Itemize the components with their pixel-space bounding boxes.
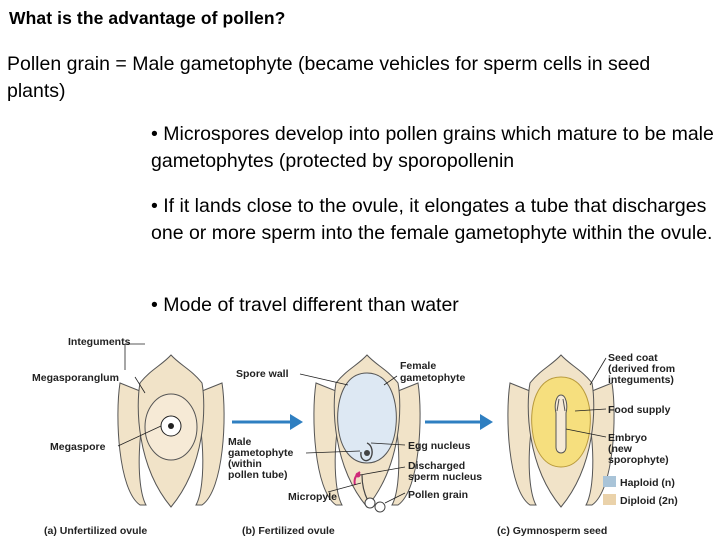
legend-label-haploid: Haploid (n)	[620, 477, 675, 489]
unfertilized-ovule	[117, 354, 225, 508]
label-female-gametophyte-2: gametophyte	[400, 372, 466, 384]
label-seed-coat-3: integuments)	[608, 374, 674, 386]
label-seed-coat-1: Seed coat	[608, 352, 658, 364]
label-female-gametophyte-1: Female	[400, 360, 436, 372]
label-embryo-3: sporophyte)	[608, 454, 669, 466]
label-food-supply: Food supply	[608, 404, 671, 416]
label-integuments: Integuments	[68, 336, 131, 348]
label-discharged-sperm-1: Discharged	[408, 460, 465, 472]
label-megaspore: Megaspore	[50, 441, 106, 453]
label-spore-wall: Spore wall	[236, 368, 289, 380]
arrow-a-to-b	[232, 414, 303, 430]
intro-text: Pollen grain = Male gametophyte (became …	[7, 53, 651, 102]
legend-swatch-diploid	[603, 494, 616, 505]
gymnosperm-seed	[507, 354, 615, 508]
leader-lines	[117, 343, 607, 504]
label-seed-coat-2: (derived from	[608, 363, 675, 375]
fertilized-ovule	[313, 354, 421, 513]
label-male-gametophyte-1: Male	[228, 436, 252, 448]
label-egg-nucleus: Egg nucleus	[408, 440, 471, 452]
label-male-gametophyte-2: gametophyte	[228, 447, 294, 459]
label-pollen-grain: Pollen grain	[408, 489, 468, 501]
label-discharged-sperm-2: sperm nucleus	[408, 471, 482, 483]
slide-title: What is the advantage of pollen?	[9, 8, 286, 28]
label-embryo-1: Embryo	[608, 432, 647, 444]
caption-b: (b) Fertilized ovule	[242, 525, 335, 537]
bullet-microspores: • Microspores develop into pollen grains…	[151, 123, 714, 172]
label-male-gametophyte-4: pollen tube)	[228, 469, 288, 481]
legend: Haploid (n) Diploid (2n)	[603, 476, 678, 507]
caption-c: (c) Gymnosperm seed	[497, 525, 607, 537]
arrow-b-to-c	[425, 414, 493, 430]
bullet-mode-of-travel: • Mode of travel different than water	[151, 294, 459, 316]
label-micropyle: Micropyle	[288, 491, 337, 503]
caption-a: (a) Unfertilized ovule	[44, 525, 147, 537]
legend-swatch-haploid	[603, 476, 616, 487]
legend-label-diploid: Diploid (2n)	[620, 495, 678, 507]
label-megasporangium: Megasporanglum	[32, 372, 119, 384]
label-male-gametophyte-3: (within	[228, 458, 262, 470]
ovule-figure: Integuments Megasporanglum Megaspore Spo…	[32, 336, 678, 537]
label-embryo-2: (new	[608, 443, 633, 455]
bullet-pollen-tube: • If it lands close to the ovule, it elo…	[151, 195, 713, 244]
